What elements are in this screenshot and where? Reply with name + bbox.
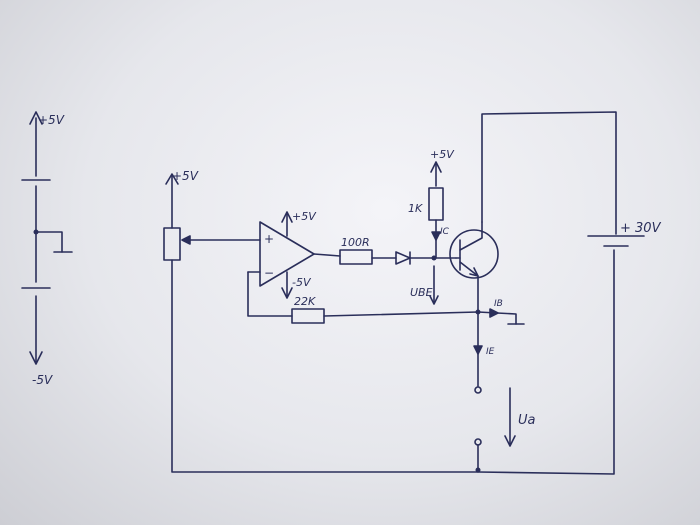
- potentiometer: +5V: [163, 169, 261, 261]
- current-ic-label: IC: [440, 227, 450, 237]
- top-supply-wire: [481, 111, 617, 235]
- resistor-22k: [291, 308, 325, 324]
- resistor-1k: +5V 1K IC: [408, 148, 455, 259]
- resistor-100r: [339, 249, 373, 265]
- emitter-node-wire: [323, 311, 517, 325]
- current-ie-label: IE: [486, 347, 495, 357]
- battery-30v: + 30V: [587, 221, 662, 247]
- left-supply-symbol: +5V -5V: [21, 111, 73, 387]
- feedback-wire: [247, 271, 293, 317]
- left-supply-neg-label: -5V: [32, 373, 53, 387]
- opamp: + − +5V -5V: [247, 210, 317, 299]
- resistor-1k-label: 1K: [408, 202, 423, 215]
- diode: [395, 251, 411, 265]
- left-supply-pos-label: +5V: [38, 113, 65, 127]
- opamp-neg-supply-label: -5V: [292, 276, 312, 289]
- transistor: [449, 221, 499, 313]
- opamp-plus-label: +: [264, 232, 274, 246]
- resistor-100r-label: 100R: [341, 236, 370, 249]
- collector-supply-label: +5V: [430, 148, 455, 161]
- opamp-output-wire: [313, 253, 341, 257]
- output-terminal-bottom: [474, 438, 482, 446]
- opamp-pos-supply-label: +5V: [292, 210, 317, 223]
- ground-loop-wire: [171, 249, 615, 475]
- pot-supply-label: +5V: [172, 169, 199, 183]
- output-terminal-top: [474, 386, 482, 394]
- opamp-minus-label: −: [264, 266, 274, 280]
- resistor-22k-label: 22K: [294, 295, 316, 308]
- ua-label: Ua: [518, 413, 536, 428]
- ube-label: UBE: [410, 286, 433, 299]
- battery-label: + 30V: [620, 221, 662, 236]
- current-ib-label: IB: [494, 299, 503, 309]
